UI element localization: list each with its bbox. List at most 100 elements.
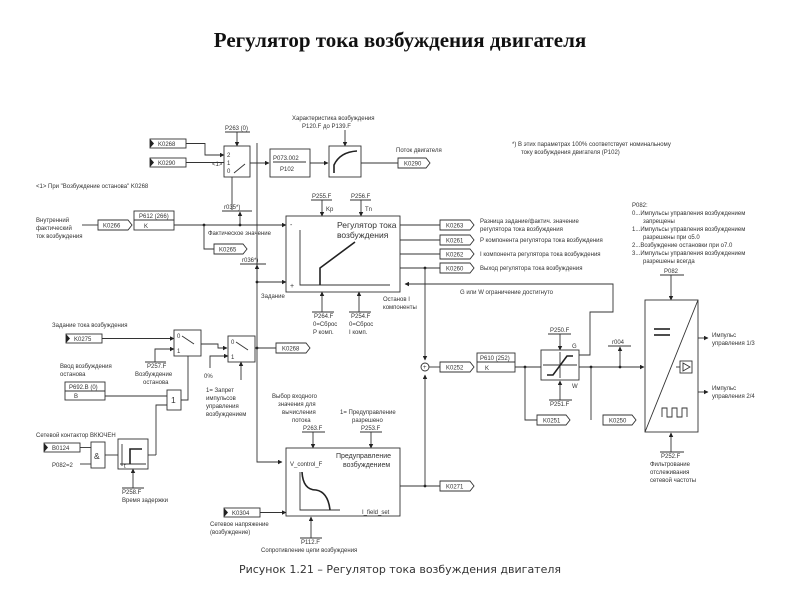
inhibit-switch[interactable]: 0 1 <box>227 335 256 363</box>
supply-voltage-label-1: Сетевое напряжение <box>210 522 269 528</box>
svg-text:K0275: K0275 <box>74 337 92 343</box>
tn-param: P256.F <box>351 194 371 200</box>
connector-k0290-out[interactable]: K0290 <box>397 157 431 169</box>
g-limit-label: G <box>572 344 577 350</box>
svg-text:P102: P102 <box>280 167 295 173</box>
input-select-label-2: значения для <box>278 402 316 408</box>
regulator-output-k0260[interactable]: K0260 Выход регулятора тока возбуждения <box>400 262 582 274</box>
svg-text:+: + <box>290 283 294 290</box>
p252-param: P252.F <box>661 454 681 460</box>
precontrol-enable-label-2: разрешено <box>352 418 383 424</box>
connector-k0265[interactable]: K0265 <box>213 243 248 255</box>
svg-text:3...Импульсы управления возбуж: 3...Импульсы управления возбуждением <box>632 251 745 257</box>
input-select-label-4: потока <box>292 418 311 424</box>
input-select-label-1: Выбор входного <box>272 394 318 400</box>
connector-k0252[interactable]: K0252 <box>439 361 475 373</box>
p254-desc1: 0=Сброс <box>349 322 373 328</box>
p253-param: P253.F <box>361 426 381 432</box>
regulator-output-k0262[interactable]: K0262 I компонента регулятора тока возбу… <box>400 248 601 260</box>
svg-text:K0251: K0251 <box>543 419 561 425</box>
delay-time-label: Время задержки <box>122 498 168 504</box>
pulse-out-1-label1: Импульс <box>712 333 736 339</box>
binector-b0124[interactable]: B0124 <box>43 442 81 453</box>
r004-readout: r004 <box>612 340 625 346</box>
setpoint-switch[interactable]: 0 1 <box>173 329 202 357</box>
svg-text:Предуправление: Предуправление <box>336 453 391 460</box>
p254-param: P254.F <box>351 314 371 320</box>
filter-label-1: Фильтрование <box>650 462 691 468</box>
actual-current-label-2: фактический <box>36 225 72 232</box>
regulator-output-k0261[interactable]: K0261 P компонента регулятора тока возбу… <box>400 234 603 246</box>
and-gate: & <box>90 441 106 469</box>
svg-text:2: 2 <box>227 153 231 159</box>
p264-desc1: 0=Сброс <box>313 322 337 328</box>
svg-text:K0250: K0250 <box>609 419 627 425</box>
svg-text:P692.B (0): P692.B (0) <box>69 385 98 391</box>
svg-text:P612 (266): P612 (266) <box>139 214 169 220</box>
svg-text:B: B <box>74 394 78 400</box>
p264-param: P264.F <box>314 314 334 320</box>
selector-note: <1> <box>212 162 223 168</box>
setpoint-field-label: Задание тока возбуждения <box>52 323 127 329</box>
svg-text:P610 (252): P610 (252) <box>480 356 510 362</box>
connector-k0266[interactable]: K0266 <box>97 219 133 231</box>
connector-k0268-out[interactable]: K0268 <box>275 342 311 354</box>
svg-text:возбуждения: возбуждения <box>337 230 389 240</box>
binector-p692[interactable]: P692.B (0) B <box>64 381 106 401</box>
connector-k0304[interactable]: K0304 <box>223 507 261 518</box>
contactor-label: Сетевой контактор ВКЮЧЕН <box>36 432 116 439</box>
regulator-output-k0263[interactable]: K0263 Разница задание/фактич. значение р… <box>400 219 579 233</box>
svg-text:0: 0 <box>177 334 181 340</box>
stop-i-label-2: компоненты <box>383 305 417 311</box>
gain-block-p612[interactable]: P612 (266) K <box>133 210 175 231</box>
figure-caption: Рисунок 1.21 – Регулятор тока возбуждени… <box>238 563 562 576</box>
svg-text:0: 0 <box>227 169 231 175</box>
svg-text:1...Импульсы управления возбуж: 1...Импульсы управления возбуждением <box>632 227 745 233</box>
connector-k0251[interactable]: K0251 <box>536 414 571 426</box>
stop-input-label-1: Ввод возбуждения <box>60 364 112 370</box>
svg-text:K0252: K0252 <box>446 366 464 372</box>
connector-k0250[interactable]: K0250 <box>602 414 637 426</box>
summing-junction: + <box>420 362 430 372</box>
motor-flux-label: Поток двигателя <box>396 148 442 154</box>
connector-k0268-in[interactable]: K0268 <box>149 138 187 149</box>
svg-text:Выход регулятора тока возбужде: Выход регулятора тока возбуждения <box>480 266 582 272</box>
footnote-line2: току возбуждения двигателя (P102) <box>521 150 620 156</box>
connector-k0275[interactable]: K0275 <box>65 333 103 344</box>
filter-label-3: сетевой частоты <box>650 477 696 484</box>
p264-desc2: P комп. <box>313 330 334 336</box>
inhibit-label-3: управления <box>206 404 239 410</box>
svg-text:разрешены при o5.0: разрешены при o5.0 <box>643 235 700 241</box>
svg-text:возбуждением: возбуждением <box>343 461 390 469</box>
svg-text:K0262: K0262 <box>446 253 464 259</box>
svg-text:K0260: K0260 <box>446 267 464 273</box>
w-limit-label: W <box>572 384 578 390</box>
gain-block-p610[interactable]: P610 (252) K <box>476 352 516 373</box>
input-select-label-3: вычисления <box>282 410 316 416</box>
connector-k0271[interactable]: K0271 <box>439 480 475 492</box>
svg-text:I_field_set: I_field_set <box>362 510 390 516</box>
svg-text:t: t <box>124 464 126 470</box>
svg-text:K0268: K0268 <box>158 142 176 148</box>
tn-label: Tn <box>365 207 372 213</box>
selector-switch-p263[interactable]: 2 1 0 <box>223 145 251 178</box>
kp-param: P255.F <box>312 194 332 200</box>
inhibit-label-1: 1= Запрет <box>206 388 234 394</box>
p258-param: P258.F <box>122 490 142 496</box>
svg-text:K0266: K0266 <box>103 224 121 230</box>
actual-value-label: Фактическое значение <box>208 231 272 237</box>
zero-percent-label: 0% <box>204 374 213 380</box>
p257-desc2: останова <box>143 380 169 386</box>
svg-text:K0265: K0265 <box>219 248 237 254</box>
svg-text:+: + <box>423 365 427 371</box>
filter-label-2: отслеживания <box>650 470 689 476</box>
p082-info: P082: 0...Импульсы управления возбуждени… <box>632 203 745 275</box>
precontrol-enable-label-1: 1= Предуправление <box>340 410 396 416</box>
svg-text:V_control_F: V_control_F <box>290 462 323 468</box>
svg-text:P082: P082 <box>664 269 679 275</box>
connector-k0290-in[interactable]: K0290 <box>149 157 187 168</box>
scaling-block: P073.002 P102 <box>269 148 311 178</box>
svg-text:K0304: K0304 <box>232 511 250 517</box>
svg-text:1: 1 <box>227 161 231 167</box>
